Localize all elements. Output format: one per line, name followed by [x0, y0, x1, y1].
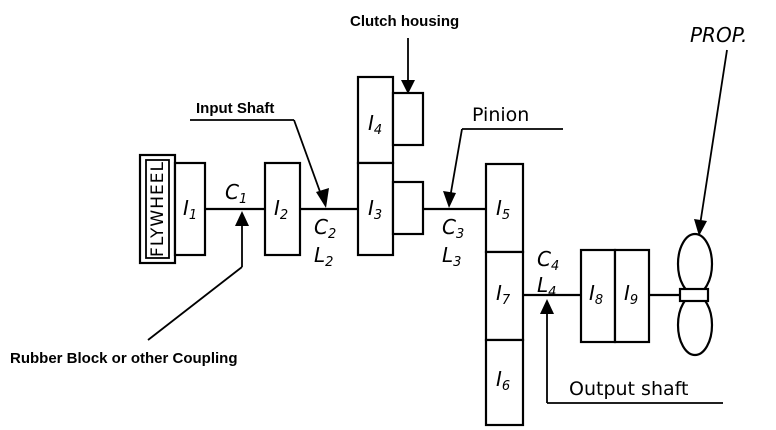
- clutch-housing-upper: [391, 91, 425, 147]
- inertia-i9-box: [613, 248, 651, 344]
- pinion-arrowhead: [443, 191, 456, 208]
- output-shaft-arrowhead: [540, 299, 554, 314]
- rubber-block-label: Rubber Block or other Coupling: [10, 350, 238, 367]
- stiffness-c1-label: C1: [225, 180, 247, 207]
- input-shaft-leader: [293, 119, 324, 201]
- flywheel-label: FLYWHEEL: [148, 161, 168, 257]
- inertia-i6-box: [484, 338, 525, 427]
- inertia-i7-label: I7: [496, 281, 511, 308]
- input-shaft-label: Input Shaft: [196, 100, 274, 117]
- length-l4-label: L4: [537, 273, 556, 300]
- output-shaft-label: Output shaft: [569, 378, 688, 400]
- rubber-block-arrowhead: [235, 211, 249, 226]
- prop-leader: [699, 49, 728, 226]
- stiffness-c3-label: C3: [442, 215, 464, 242]
- rubber-block-leader: [147, 266, 243, 341]
- clutch-housing-lower: [391, 180, 425, 236]
- inertia-i3-label: I3: [368, 196, 382, 223]
- flywheel-inner-box: [145, 159, 170, 259]
- inertia-i8-label: I8: [589, 281, 603, 308]
- inertia-i4-label: I4: [368, 111, 382, 138]
- stiffness-c2-label: C2: [314, 215, 336, 242]
- inertia-i7-box: [484, 250, 525, 342]
- inertia-i2-box: [263, 161, 302, 257]
- inertia-i1-box: [173, 161, 207, 257]
- clutch-housing-arrowhead: [401, 80, 415, 94]
- clutch-housing-label: Clutch housing: [350, 13, 459, 30]
- prop-arrowhead: [694, 219, 707, 236]
- inertia-i9-label: I9: [624, 281, 638, 308]
- pinion-label: Pinion: [472, 104, 529, 126]
- propeller-icon: [676, 232, 714, 357]
- input-shaft-arrowhead: [316, 188, 329, 208]
- length-l2-label: L2: [314, 243, 333, 270]
- pinion-leader: [449, 128, 463, 199]
- inertia-i6-label: I6: [496, 367, 510, 394]
- prop-label: PROP.: [690, 23, 747, 47]
- inertia-i4-box: [356, 75, 395, 165]
- inertia-i2-label: I2: [274, 196, 288, 223]
- inertia-i5-label: I5: [496, 196, 510, 223]
- length-l3-label: L3: [442, 243, 461, 270]
- inertia-i1-label: I1: [183, 196, 197, 223]
- stiffness-c4-label: C4: [537, 247, 559, 274]
